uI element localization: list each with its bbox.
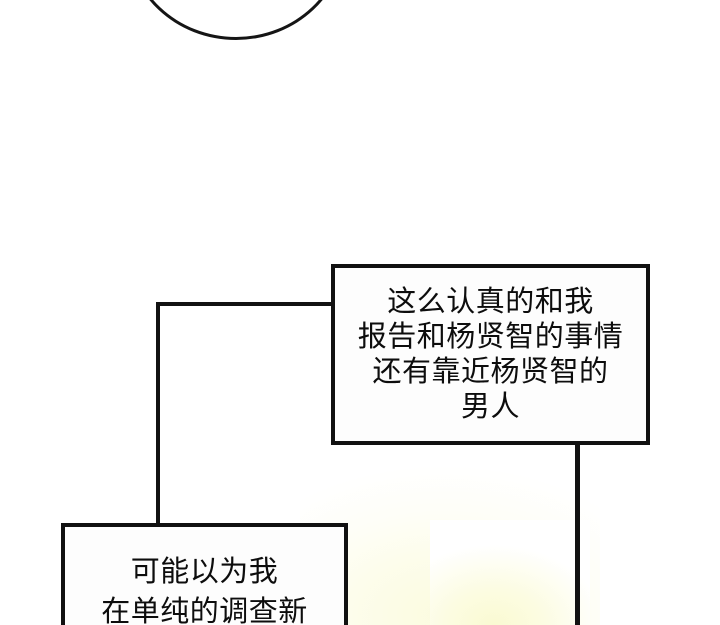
head-outline-arc — [126, 0, 346, 40]
upper-bubble-line-3: 还有靠近杨贤智的 — [372, 353, 609, 388]
background-wash-secondary — [430, 520, 590, 625]
lower-speech-bubble: 可能以为我 在单纯的调查新 — [61, 523, 348, 625]
upper-speech-bubble: 这么认真的和我 报告和杨贤智的事情 还有靠近杨贤智的 男人 — [331, 264, 650, 445]
speech-tail-vertical — [575, 442, 580, 625]
lower-bubble-line-2: 在单纯的调查新 — [101, 594, 308, 625]
speech-connector-horizontal — [156, 302, 336, 306]
upper-bubble-line-1: 这么认真的和我 — [387, 283, 594, 318]
speech-connector-vertical — [156, 302, 160, 528]
upper-bubble-line-2: 报告和杨贤智的事情 — [357, 318, 624, 353]
lower-bubble-line-1: 可能以为我 — [130, 554, 279, 588]
upper-bubble-line-4: 男人 — [460, 388, 520, 423]
